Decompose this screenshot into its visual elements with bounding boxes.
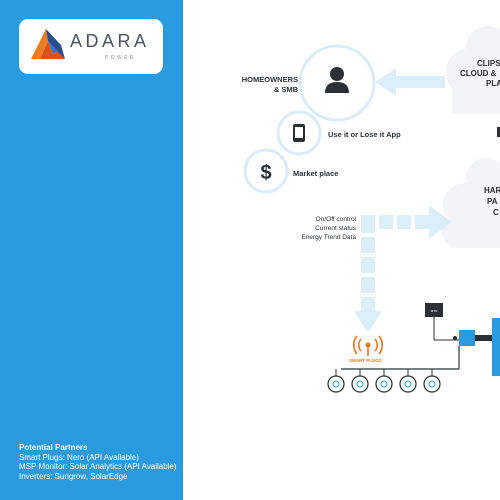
logo-wordmark: ADARA — [70, 31, 150, 51]
partner-line-inverters: Inverters: Sungrow, SolarEdge — [19, 471, 128, 481]
smart-plug-4 — [399, 369, 417, 393]
meter-box — [425, 303, 443, 317]
homeowners-label-line1: HOMEOWNERS — [238, 75, 298, 84]
cloud-shape-top — [446, 26, 500, 114]
sidebar — [0, 0, 183, 500]
connector-bar — [475, 335, 493, 341]
cloud-shape-middle — [442, 158, 500, 248]
partners-heading: Potential Partners — [19, 443, 88, 452]
potential-partners: Potential Partners Smart Plugs: Nero (AP… — [19, 443, 177, 481]
inverter-edge — [492, 318, 500, 376]
control-label-3: Energy Trend Data — [301, 234, 356, 241]
control-label-2: Current status — [315, 225, 356, 232]
smart-plug-5 — [423, 369, 441, 393]
user-icon — [325, 67, 349, 93]
homeowners-label-text-2: & SMB — [273, 85, 298, 94]
homeowners-label-text-1: HOMEOWNERS — [241, 75, 298, 84]
smart-plug-2 — [351, 369, 369, 393]
partner-line-msp-monitor: MSP Monitor: Solar Analytics (API Availa… — [19, 462, 177, 471]
cloud-top-label-3: PLA — [486, 79, 500, 88]
marketplace-label: Market place — [293, 169, 339, 178]
switch-box — [459, 330, 475, 346]
dollar-icon: $ — [260, 162, 271, 184]
connector-dot — [453, 336, 457, 340]
marketplace-circle — [243, 148, 289, 194]
cloud-mid-label-3: C — [493, 208, 499, 217]
adara-logo-icon — [31, 29, 65, 59]
arrow-to-homeowners — [375, 68, 445, 96]
cloud-mid-label-2: PA — [487, 197, 498, 206]
cloud-mid-label-1: HAR — [484, 186, 500, 195]
logo-card: ADARA POWER — [19, 19, 163, 74]
cloud-top-label-2: CLOUD & — [460, 69, 497, 78]
control-label-1: On/Off control — [315, 216, 356, 223]
smart-plug-1 — [327, 369, 345, 393]
homeowners-label-line2: & SMB — [238, 85, 298, 94]
wifi-hub-icon — [352, 335, 384, 356]
smart-plug-3 — [375, 369, 393, 393]
logo-tagline: POWER — [105, 55, 136, 61]
smart-plugs-label: SMART PLUGS — [349, 358, 382, 363]
app-label: Use it or Lose it App — [328, 130, 401, 139]
partner-line-smart-plugs: Smart Plugs: Nero (API Available) — [19, 452, 139, 462]
meter-label: MTR — [431, 309, 438, 313]
arrow-to-smart-plugs — [354, 205, 452, 333]
cloud-top-label-1: CLIPS — [477, 59, 500, 68]
smartphone-icon — [293, 124, 305, 142]
edge-marker — [497, 127, 500, 137]
